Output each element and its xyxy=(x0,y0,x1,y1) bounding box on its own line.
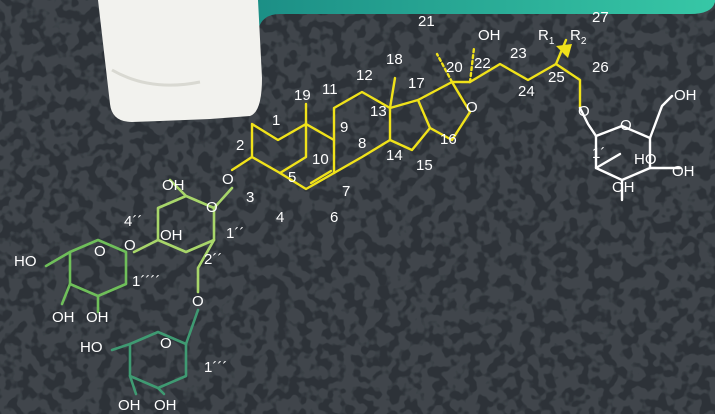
r1-label: R1 xyxy=(538,27,555,47)
rha2-oh-b: OH xyxy=(154,397,177,414)
c24-label: 24 xyxy=(518,83,535,100)
rha2-pos: 1´´´ xyxy=(204,359,227,376)
c15-label: 15 xyxy=(416,157,433,174)
paper-fold xyxy=(111,68,201,87)
inner-oh-mid: OH xyxy=(160,227,183,244)
glc-ring-oxygen: O xyxy=(620,117,632,134)
c3-label: 3 xyxy=(246,189,254,206)
c25-label: 25 xyxy=(548,69,565,86)
glc-ho: HO xyxy=(634,151,657,168)
c7-label: 7 xyxy=(342,183,350,200)
teal-banner xyxy=(258,0,715,30)
rha1-oh-b: OH xyxy=(86,309,109,326)
inner-oh-top: OH xyxy=(162,177,185,194)
inner-link-o2: O xyxy=(192,293,204,310)
glc-oh-right: OH xyxy=(672,163,695,180)
inner-sugar-bonds xyxy=(132,178,234,294)
c6-label: 6 xyxy=(330,209,338,226)
c19-label: 19 xyxy=(294,87,311,104)
c9-label: 9 xyxy=(340,119,348,136)
steroid-numbering: 1 2 3 4 5 6 7 8 9 10 11 12 13 14 15 16 1… xyxy=(236,9,609,226)
c22-label: 22 xyxy=(474,55,491,72)
rhamnose1-bonds xyxy=(44,238,128,314)
inner-pos-2: 2´´ xyxy=(204,251,222,268)
rhamnose1-labels: HO O 1´´´´ OH OH xyxy=(14,243,160,326)
c27-label: 27 xyxy=(592,9,609,26)
rhamnose2-bonds xyxy=(110,308,200,396)
rha1-pos: 1´´´´ xyxy=(132,273,160,290)
rha1-ho: HO xyxy=(14,253,37,270)
rha1-oh-a: OH xyxy=(52,309,75,326)
c12-label: 12 xyxy=(356,67,373,84)
glc-oh-bottom: OH xyxy=(612,179,635,196)
inner-sugar-labels: OH OH O 4´´ 1´´ 2´´ O O xyxy=(124,177,244,310)
glc-oh-top: OH xyxy=(674,87,697,104)
c8-label: 8 xyxy=(358,135,366,152)
rha1-ring-oxygen: O xyxy=(94,243,106,260)
c17-label: 17 xyxy=(408,75,425,92)
inner-ring-oxygen: O xyxy=(206,199,218,216)
c11-label: 11 xyxy=(322,81,338,98)
rha2-oh-a: OH xyxy=(118,397,141,414)
c26-label: 26 xyxy=(592,59,609,76)
glc-pos: 1´ xyxy=(592,145,605,162)
substituent-labels: OH R1 R2 O O O xyxy=(222,27,590,188)
c14-label: 14 xyxy=(386,147,403,164)
c26-oxygen: O xyxy=(578,103,590,120)
c2-label: 2 xyxy=(236,137,244,154)
right-sugar-bonds xyxy=(578,94,682,202)
paper-cylinder xyxy=(98,0,262,122)
c21-label: 21 xyxy=(418,13,435,30)
r2-label: R2 xyxy=(570,27,587,47)
c4-label: 4 xyxy=(276,209,284,226)
inner-link-o4: O xyxy=(124,237,136,254)
rhamnose2-labels: HO O 1´´´ OH OH xyxy=(80,335,227,414)
steroid-bonds xyxy=(230,38,582,191)
rha2-ho: HO xyxy=(80,339,103,356)
c1-label: 1 xyxy=(272,112,280,129)
c25-wedge xyxy=(556,44,572,58)
right-sugar-labels: OH O 1´ HO OH OH xyxy=(592,87,697,196)
c13-label: 13 xyxy=(370,103,387,120)
c3-oxygen: O xyxy=(222,171,234,188)
c16-label: 16 xyxy=(440,131,457,148)
rha2-ring-oxygen: O xyxy=(160,335,172,352)
inner-pos-4: 4´´ xyxy=(124,213,142,230)
ring-e-oxygen: O xyxy=(466,99,478,116)
c23-label: 23 xyxy=(510,45,527,62)
c18-label: 18 xyxy=(386,51,403,68)
inner-pos-1: 1´´ xyxy=(226,225,244,242)
c20-label: 20 xyxy=(446,59,463,76)
c10-label: 10 xyxy=(312,151,329,168)
oh-22-label: OH xyxy=(478,27,501,44)
c5-label: 5 xyxy=(288,169,296,186)
